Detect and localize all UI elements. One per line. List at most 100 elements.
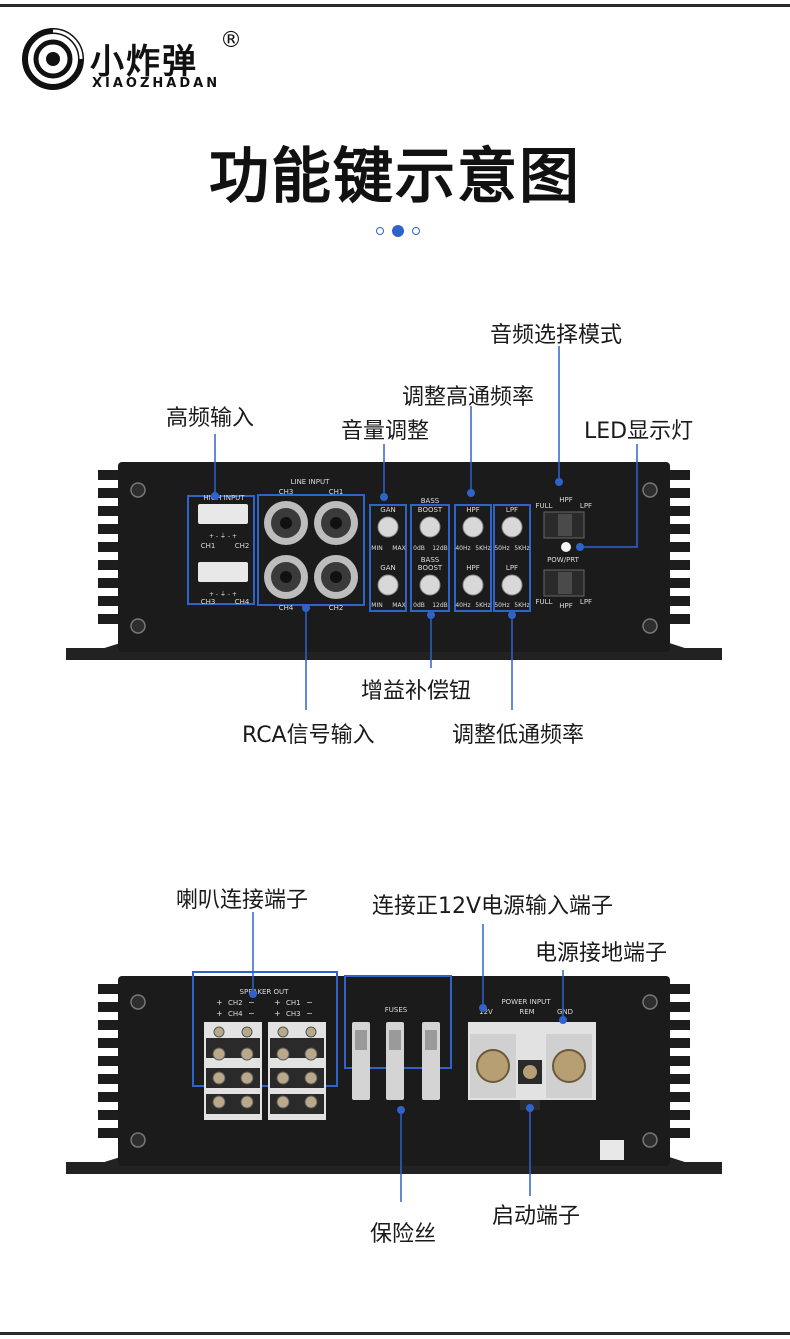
gain-knob-1[interactable] — [377, 516, 399, 538]
hpf-max-2: 5KHz — [475, 602, 490, 609]
high-input-connector-bottom[interactable] — [198, 562, 248, 582]
speaker-minus-b: − — [248, 1009, 255, 1018]
high-input-signs-bottom: + - ⏚ - + — [209, 591, 237, 598]
speaker-plus-d: + — [274, 1009, 281, 1018]
rear-left-fins — [98, 984, 120, 1138]
speaker-ch3: CH3 — [286, 1010, 301, 1018]
callout-ground: 电源接地端子 — [535, 941, 668, 966]
power-terminal-block[interactable] — [468, 1022, 596, 1110]
switch2-full: FULL — [536, 598, 553, 606]
callout-power-input: 连接正12V电源输入端子 — [372, 894, 614, 919]
rear-screws — [130, 994, 658, 1148]
gain-max-1: MAX — [392, 545, 405, 552]
speaker-out-frame — [192, 971, 338, 1087]
hpf-knob-2[interactable] — [462, 574, 484, 596]
boost-label-2: BOOST — [418, 564, 443, 572]
callout-rca-input: RCA信号输入 — [242, 723, 375, 748]
lpf-label-1: LPF — [506, 506, 518, 514]
bass-boost-frame — [410, 504, 450, 612]
registered-mark: ® — [220, 28, 242, 53]
hpf-min-1: 40Hz — [455, 545, 470, 552]
boost-12db-2: 12dB — [432, 602, 448, 609]
speaker-plus-c: + — [274, 998, 281, 1007]
speaker-out-label: SPEAKER OUT — [240, 988, 290, 996]
gain-min-2: MIN — [371, 602, 382, 609]
rca-ch1-label: CH1 — [329, 488, 344, 496]
mode-switch-2-slider[interactable] — [558, 572, 572, 594]
hpf-frame — [454, 504, 492, 612]
pager-dot[interactable] — [412, 227, 420, 235]
high-input-connector-top[interactable] — [198, 504, 248, 524]
hpf-knob-1[interactable] — [462, 516, 484, 538]
hpf-min-2: 40Hz — [455, 602, 470, 609]
page-title: 功能键示意图 — [209, 142, 581, 212]
bottom-divider — [0, 1332, 790, 1335]
speaker-terminal-blocks[interactable] — [204, 1022, 326, 1120]
boost-0db-1: 0dB — [413, 545, 425, 552]
brand-header: 小炸弹 ® XIAOZHADAN — [22, 28, 262, 94]
lpf-min-1: 50Hz — [494, 545, 509, 552]
boost-12db-1: 12dB — [432, 545, 448, 552]
callout-led: LED显示灯 — [584, 419, 694, 444]
brand-logo-icon — [22, 28, 84, 90]
bass-boost-knob-1[interactable] — [419, 516, 441, 538]
brand-name: 小炸弹 — [90, 42, 198, 82]
front-leader-lines — [214, 346, 638, 710]
rear-right-fins — [668, 984, 690, 1138]
switch1-full: FULL — [536, 502, 553, 510]
callout-audio-mode: 音频选择模式 — [490, 323, 623, 348]
rca-ch2-label: CH2 — [329, 604, 344, 612]
callout-high-input: 高频输入 — [166, 406, 255, 431]
pager-dot[interactable] — [376, 227, 384, 235]
speaker-ch4: CH4 — [228, 1010, 243, 1018]
switch1-hpf: HPF — [559, 496, 573, 504]
callout-speaker: 喇叭连接端子 — [176, 888, 309, 913]
callout-remote: 启动端子 — [492, 1204, 581, 1229]
rca-jacks[interactable] — [264, 501, 358, 599]
lpf-knob-1[interactable] — [501, 516, 523, 538]
bass-label-2: BASS — [421, 556, 440, 564]
gain-knob-2[interactable] — [377, 574, 399, 596]
callout-bass-boost: 增益补偿钮 — [361, 679, 472, 704]
front-right-fins — [668, 470, 690, 624]
lpf-label-2: LPF — [506, 564, 518, 572]
rca-ch4-label: CH4 — [279, 604, 294, 612]
high-input-ch1: CH1 — [201, 542, 216, 550]
rca-ch3-label: CH3 — [279, 488, 294, 496]
lpf-max-2: 5KHz — [514, 602, 529, 609]
gain-max-2: MAX — [392, 602, 405, 609]
carousel-pager — [370, 224, 430, 238]
power-input-label: POWER INPUT — [501, 998, 551, 1006]
hpf-label-1: HPF — [466, 506, 480, 514]
gain-frame — [369, 504, 407, 612]
fuse-holders[interactable] — [352, 1022, 440, 1100]
front-panel-diagram: HIGH INPUT + - ⏚ - + CH1 CH2 + - ⏚ - + C… — [66, 346, 722, 710]
hpf-max-1: 5KHz — [475, 545, 490, 552]
switch2-hpf: HPF — [559, 602, 573, 610]
front-screws — [130, 482, 658, 634]
high-input-ch3: CH3 — [201, 598, 216, 606]
gain-label-2: GAN — [380, 564, 395, 572]
boost-label-1: BOOST — [418, 506, 443, 514]
fuses-label: FUSES — [385, 1006, 408, 1014]
callout-lpf-adjust: 调整低通频率 — [452, 723, 585, 748]
high-input-ch4: CH4 — [235, 598, 250, 606]
rear-leader-lines — [252, 912, 564, 1202]
power-gnd-label: GND — [557, 1008, 573, 1016]
speaker-minus-c: − — [306, 998, 313, 1007]
front-leader-dots — [211, 478, 584, 619]
speaker-minus-d: − — [306, 1009, 313, 1018]
rear-leader-dots — [249, 990, 567, 1114]
lpf-knob-2[interactable] — [501, 574, 523, 596]
power-rem-label: REM — [519, 1008, 534, 1016]
gain-min-1: MIN — [371, 545, 382, 552]
front-panel-body — [118, 462, 670, 652]
pager-dot-active[interactable] — [392, 225, 404, 237]
led-indicator-icon — [561, 542, 571, 552]
bass-boost-knob-2[interactable] — [419, 574, 441, 596]
bass-label-1: BASS — [421, 497, 440, 505]
boost-0db-2: 0dB — [413, 602, 425, 609]
mode-switch-1-slider[interactable] — [558, 514, 572, 536]
speaker-ch1: CH1 — [286, 999, 301, 1007]
lpf-min-2: 50Hz — [494, 602, 509, 609]
